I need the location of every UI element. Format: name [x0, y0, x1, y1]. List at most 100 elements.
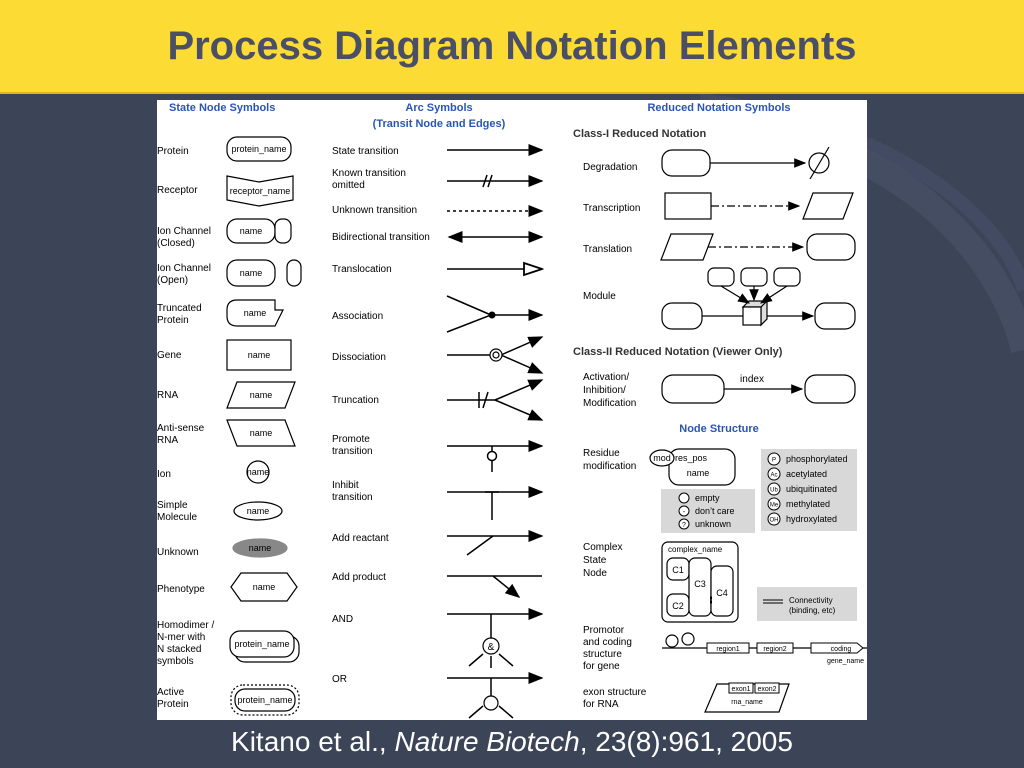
- connectivity-legend-bg: [757, 587, 857, 621]
- residue-mod: mod: [653, 453, 671, 463]
- truncation-slash: [482, 391, 489, 409]
- dissociation-out2: [500, 354, 544, 374]
- module-source: [661, 302, 703, 330]
- class1-label: Module: [583, 291, 616, 302]
- citation-details: , 23(8):961, 2005: [579, 726, 793, 757]
- antisense-rna-shape: [226, 419, 296, 447]
- rna-exon2: [754, 682, 780, 694]
- complex-component-label: C1: [672, 565, 684, 575]
- state-node-label: RNA: [157, 390, 178, 401]
- arc-label: State transition: [332, 146, 399, 157]
- state-node-symbol-text: name: [250, 428, 273, 438]
- truncation-out1: [494, 379, 544, 401]
- gene-region2-label: region2: [763, 646, 786, 653]
- rna-exon1-label: exon1: [731, 686, 750, 693]
- state-node-label: Receptor: [157, 185, 198, 196]
- truncation-out2: [494, 399, 544, 421]
- residue-mod-ellipse: [649, 449, 675, 467]
- notation-figure: State Node Symbols Arc Symbols (Transit …: [157, 100, 867, 720]
- and-symbol: &: [488, 642, 495, 653]
- gene-coding-label: coding: [831, 646, 852, 653]
- dissociation-out1: [500, 336, 544, 356]
- modification-glyph: Me: [770, 503, 779, 509]
- gene-region1: [706, 642, 750, 654]
- citation-authors: Kitano et al.,: [231, 726, 395, 757]
- modification-glyph-circle: [767, 452, 781, 466]
- state-node-symbol-text: protein_name: [234, 639, 289, 649]
- class2-target: [804, 374, 856, 404]
- class1-title: Class-I Reduced Notation: [573, 128, 707, 140]
- modification-text: hydroxylated: [786, 514, 837, 524]
- complex-name: complex_name: [668, 545, 723, 554]
- class1-label: Transcription: [583, 203, 640, 214]
- rna-name: rna_name: [731, 699, 763, 706]
- module-product: [814, 302, 856, 330]
- class2-source: [661, 374, 725, 404]
- module-input2: [740, 267, 768, 287]
- state-node-label: Phenotype: [157, 584, 205, 595]
- degradation-slash: [809, 146, 830, 180]
- modification-glyph-circle: [767, 467, 781, 481]
- gene-shape: [226, 339, 292, 371]
- ion-channel-open-shape: [226, 259, 276, 287]
- arc-label: OR: [332, 674, 347, 685]
- slide-title: Process Diagram Notation Elements: [167, 24, 857, 68]
- truncated-protein-shape: [226, 299, 284, 327]
- class1-label: Translation: [583, 244, 632, 255]
- complex-component-label: C3: [694, 579, 706, 589]
- rna-shape: [226, 381, 296, 409]
- phenotype-shape: [230, 572, 298, 602]
- citation: Kitano et al., Nature Biotech, 23(8):961…: [0, 726, 1024, 758]
- state-node-label: Unknown: [157, 547, 199, 558]
- arcs-subheader: (Transit Node and Edges): [373, 118, 506, 130]
- modification-text: ubiquitinated: [786, 484, 837, 494]
- module-arrow1: [720, 285, 751, 304]
- connectivity-label: Connectivity(binding, etc): [789, 596, 836, 615]
- modification-glyph-circle: [767, 482, 781, 496]
- association-dot: [488, 311, 496, 319]
- protein-shape: [226, 136, 292, 162]
- modification-glyph-circle: [767, 497, 781, 511]
- state-node-label: Gene: [157, 350, 182, 361]
- or-circle: [483, 695, 499, 711]
- state-node-symbol-text: name: [240, 226, 263, 236]
- state-node-symbol-text: name: [253, 582, 276, 592]
- and-circle: [482, 637, 500, 655]
- gene-region1-label: region1: [716, 646, 739, 653]
- transcription-rna: [802, 192, 854, 220]
- state-text: unknown: [695, 519, 731, 529]
- complex-c4: [710, 565, 734, 617]
- arc-label: AND: [332, 614, 353, 625]
- title-bar: Process Diagram Notation Elements: [0, 0, 1024, 94]
- modification-text: acetylated: [786, 469, 827, 479]
- state-node-label: Protein: [157, 146, 189, 157]
- state-node-symbol-text: receptor_name: [230, 186, 291, 196]
- class1-label: Degradation: [583, 162, 637, 173]
- add-reactant-branch: [466, 535, 494, 556]
- gene-name: gene_name: [827, 658, 864, 665]
- ion-channel-closed-gate: [274, 218, 292, 244]
- state-glyph: -: [683, 509, 686, 516]
- promoter-site1: [665, 634, 679, 648]
- module-cube: [742, 306, 762, 326]
- modification-text: methylated: [786, 499, 830, 509]
- state-node-label: Ion Channel(Closed): [157, 226, 211, 249]
- arc-label: Truncation: [332, 395, 379, 406]
- arc-label: Association: [332, 311, 383, 322]
- gene-region2: [756, 642, 794, 654]
- state-node-label: Ion Channel(Open): [157, 263, 211, 286]
- class2-label: Activation/Inhibition/Modification: [583, 372, 636, 409]
- homodimer-front-shape: [229, 630, 295, 658]
- promote-circle: [486, 450, 498, 462]
- and-inputs: [468, 653, 514, 668]
- complex-component-label: C4: [716, 588, 728, 598]
- state-text: empty: [695, 493, 720, 503]
- active-protein-shape: [234, 688, 296, 712]
